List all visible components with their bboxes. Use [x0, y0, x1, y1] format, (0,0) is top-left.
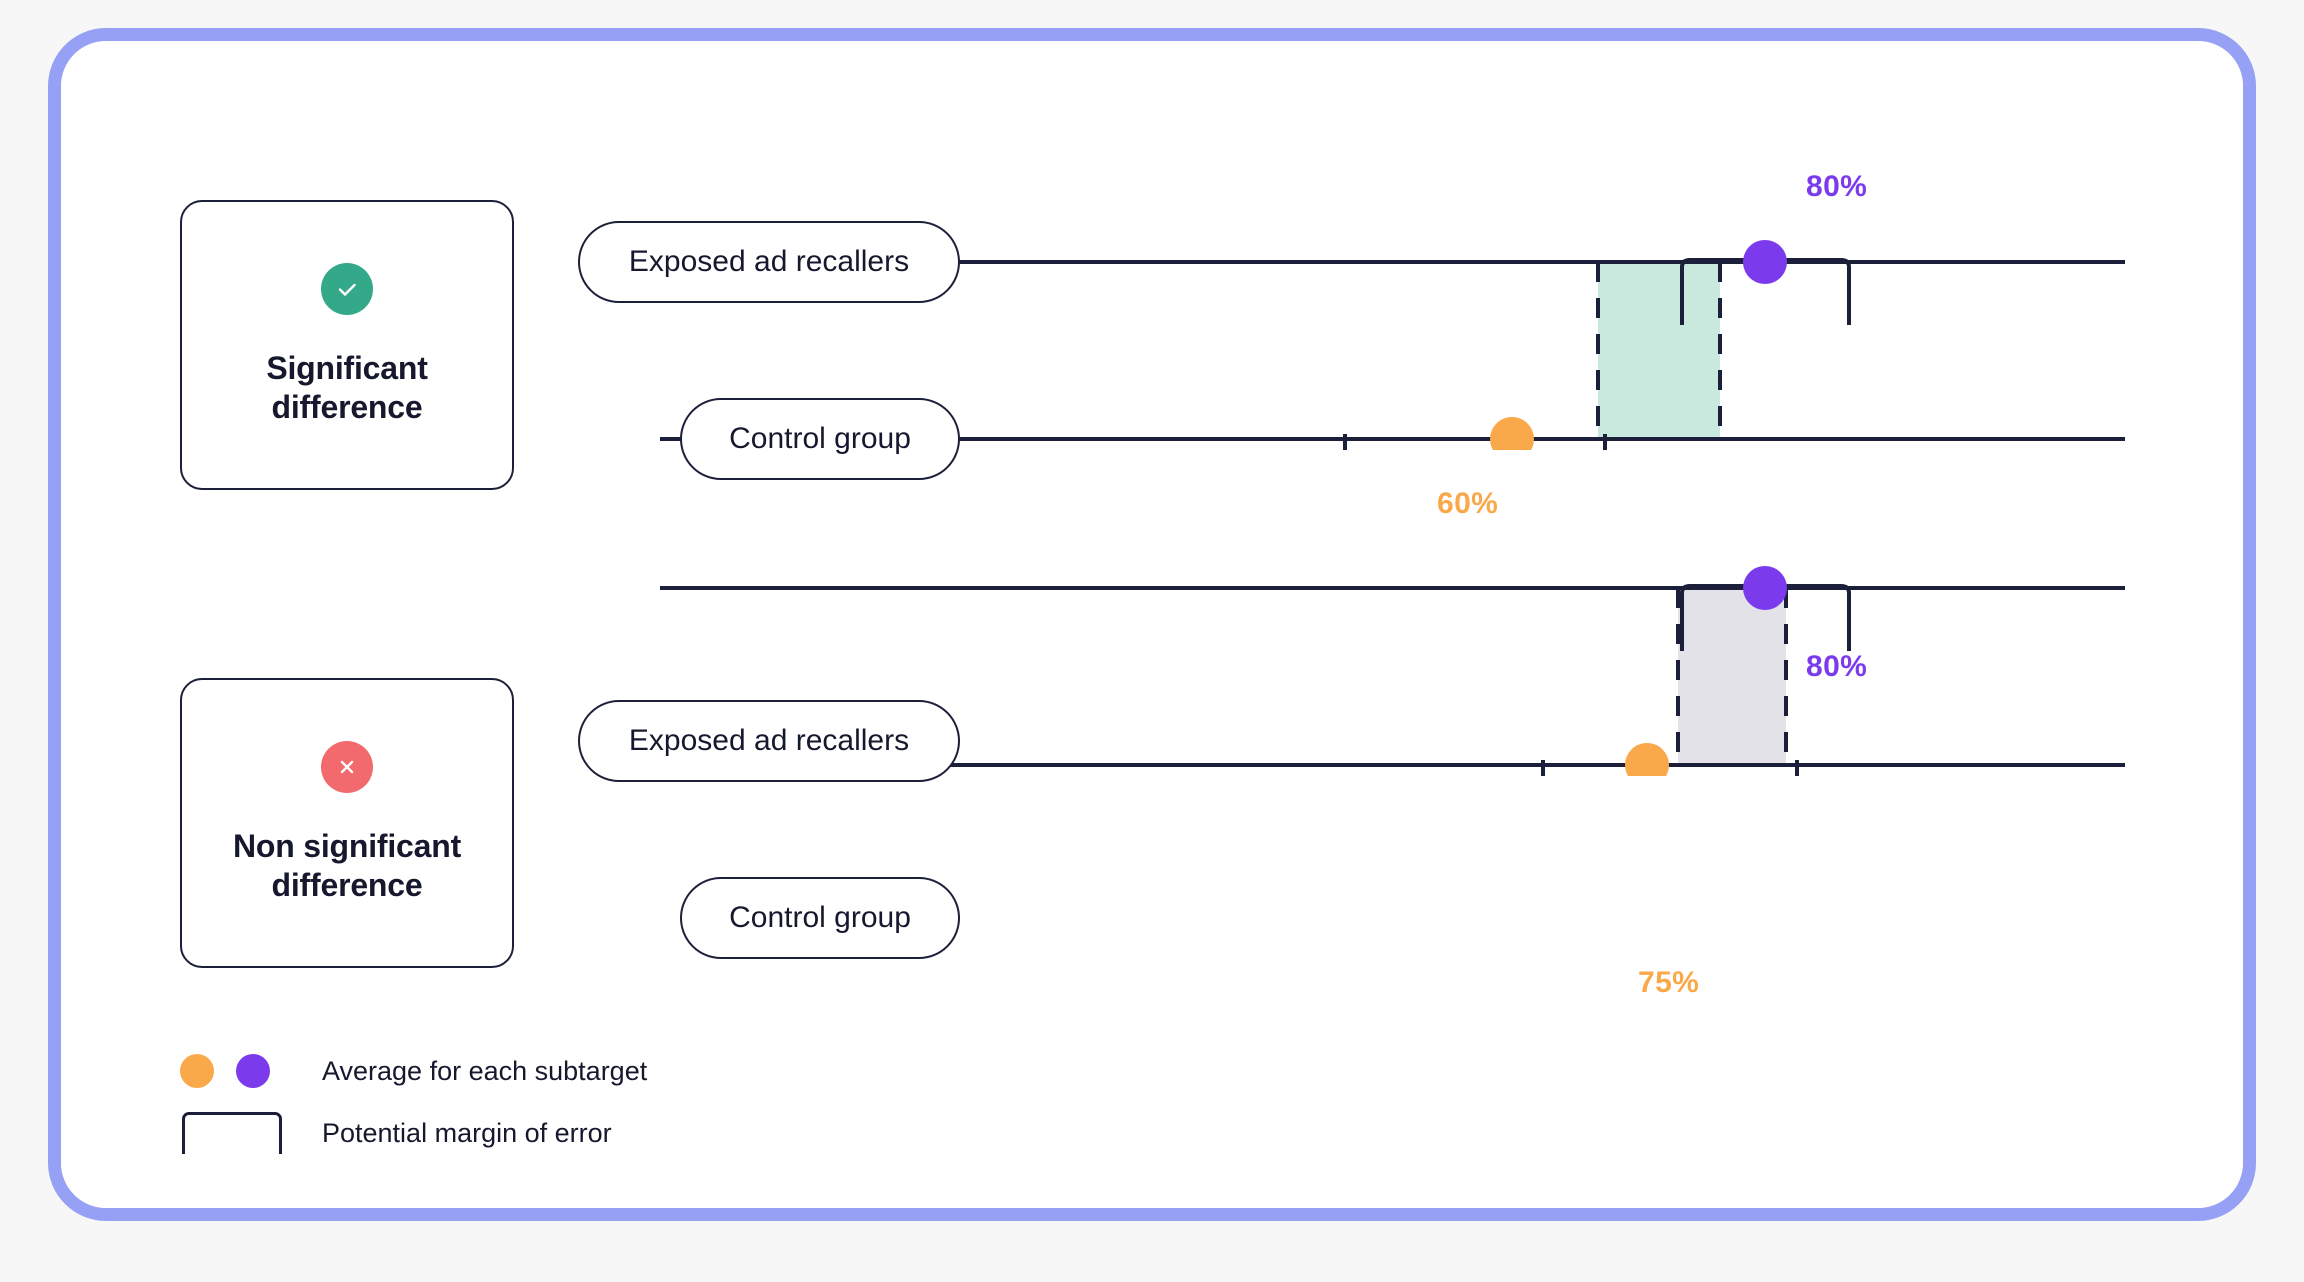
chart1-value-control: 60% — [1437, 487, 1499, 520]
gap-band-non-significant — [1678, 588, 1786, 765]
purple-dot-exposed — [1743, 240, 1787, 284]
chart2-label-exposed-ad-recallers: Exposed ad recallers — [578, 700, 960, 782]
cross-icon — [321, 740, 373, 793]
error-bracket-control — [1343, 434, 1607, 450]
orange-dot-control — [1490, 417, 1534, 450]
verdict-card-significant: Significant difference — [180, 200, 514, 490]
chart2-value-exposed: 80% — [1806, 650, 1868, 683]
chart2-label-control-group: Control group — [680, 877, 960, 959]
chart1-label-exposed-ad-recallers: Exposed ad recallers — [578, 221, 960, 303]
orange-dot-control — [1625, 743, 1669, 776]
verdict-title-line2: difference — [271, 867, 423, 903]
legend-swatch-bracket — [180, 1112, 298, 1154]
purple-dot-icon — [236, 1054, 270, 1088]
verdict-card-non-significant: Non significant difference — [180, 678, 514, 968]
margin-bracket-icon — [182, 1112, 282, 1154]
gap-band-significant — [1598, 262, 1720, 439]
orange-dot-icon — [180, 1054, 214, 1088]
check-icon — [321, 262, 373, 315]
chart1-value-exposed: 80% — [1806, 170, 1868, 203]
legend-label-average: Average for each subtarget — [322, 1055, 648, 1086]
legend: Average for each subtarget Potential mar… — [180, 1040, 647, 1164]
legend-label-margin: Potential margin of error — [322, 1117, 612, 1148]
legend-row-average: Average for each subtarget — [180, 1040, 647, 1102]
chart1-label-control-group: Control group — [680, 398, 960, 480]
verdict-title-line1: Significant — [266, 349, 428, 386]
verdict-title-line1: Non significant — [232, 827, 462, 864]
verdict-title-line2: difference — [271, 389, 423, 425]
chart2-value-control: 75% — [1638, 966, 1700, 999]
legend-swatch-dots — [180, 1054, 298, 1088]
legend-row-margin: Potential margin of error — [180, 1102, 647, 1164]
verdict-title-significant: Significant difference — [266, 349, 428, 427]
verdict-title-non-significant: Non significant difference — [233, 827, 461, 905]
purple-dot-exposed — [1743, 566, 1787, 610]
